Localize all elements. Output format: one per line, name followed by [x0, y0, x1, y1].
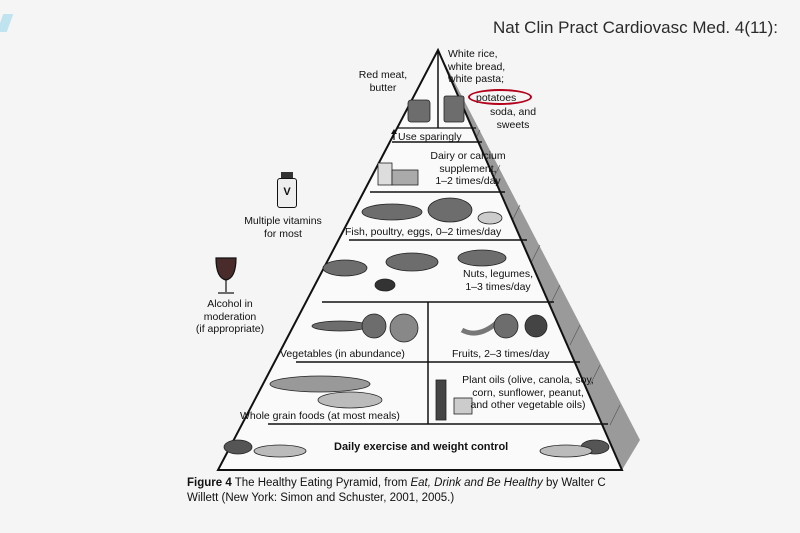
cabbage-shape [389, 313, 419, 343]
poultry-shape [427, 197, 473, 223]
shoe-left [253, 444, 307, 458]
pear-shape [493, 313, 519, 339]
label-alcohol: Alcohol in moderation (if appropriate) [195, 298, 265, 335]
caption-text-1: The Healthy Eating Pyramid, from [231, 477, 411, 489]
label-plant-oils: Plant oils (olive, canola, soy, corn, su… [462, 374, 594, 411]
bread-shape [443, 95, 465, 123]
vitamin-bottle-icon: V [276, 172, 298, 208]
figure-caption: Figure 4 The Healthy Eating Pyramid, fro… [187, 476, 627, 506]
label-nuts: Nuts, legumes, 1–3 times/day [462, 268, 534, 293]
meat-shape [407, 99, 431, 123]
grain-shape [269, 375, 371, 393]
oil-bottle [435, 379, 447, 421]
label-vegetables: Vegetables (in abundance) [280, 348, 405, 360]
fish-shape [361, 203, 423, 221]
eggplant-shape [361, 313, 387, 339]
tier-lines [268, 50, 608, 425]
beans-shape [374, 278, 396, 292]
bowl-shape [317, 391, 383, 409]
caption-text-2: by Walter C Willett (New York: Simon and… [187, 477, 606, 504]
wine-glass-icon [215, 257, 237, 294]
label-multiple-vitamins: Multiple vitamins for most [244, 215, 322, 240]
pyramid-side-face [438, 50, 640, 470]
label-exercise: Daily exercise and weight control [334, 441, 509, 453]
caption-book-title: Eat, Drink and Be Healthy [410, 477, 543, 489]
label-white-foods: White rice, white bread, white pasta; [448, 48, 506, 85]
oil-dish [453, 397, 473, 415]
label-soda-sweets: soda, and sweets [489, 106, 537, 131]
nuts-shape [385, 252, 439, 272]
food-illustrations [223, 95, 610, 458]
label-use-sparingly: Use sparingly [398, 131, 462, 143]
grapes-shape [524, 314, 548, 338]
carrot-shape [311, 320, 369, 332]
label-dairy: Dairy or calcium supplement, 1–2 times/d… [430, 150, 506, 187]
cheese-shape [391, 169, 419, 186]
label-red-meat: Red meat, butter [358, 69, 408, 94]
potatoes-highlight-ring [468, 89, 532, 105]
milk-glass [377, 162, 393, 186]
dumbbell-left [223, 439, 253, 455]
seeds-shape [457, 249, 507, 267]
eggs-shape [477, 211, 503, 225]
vitamin-letter: V [283, 186, 291, 198]
label-fish-poultry: Fish, poultry, eggs, 0–2 times/day [345, 226, 502, 238]
shoe-right [539, 444, 593, 458]
caption-figure-label: Figure 4 [187, 477, 232, 489]
citation-text: Nat Clin Pract Cardiovasc Med. 4(11): [493, 18, 779, 37]
legumes-shape [322, 259, 368, 277]
label-whole-grain: Whole grain foods (at most meals) [240, 410, 400, 422]
label-fruits: Fruits, 2–3 times/day [452, 348, 550, 360]
